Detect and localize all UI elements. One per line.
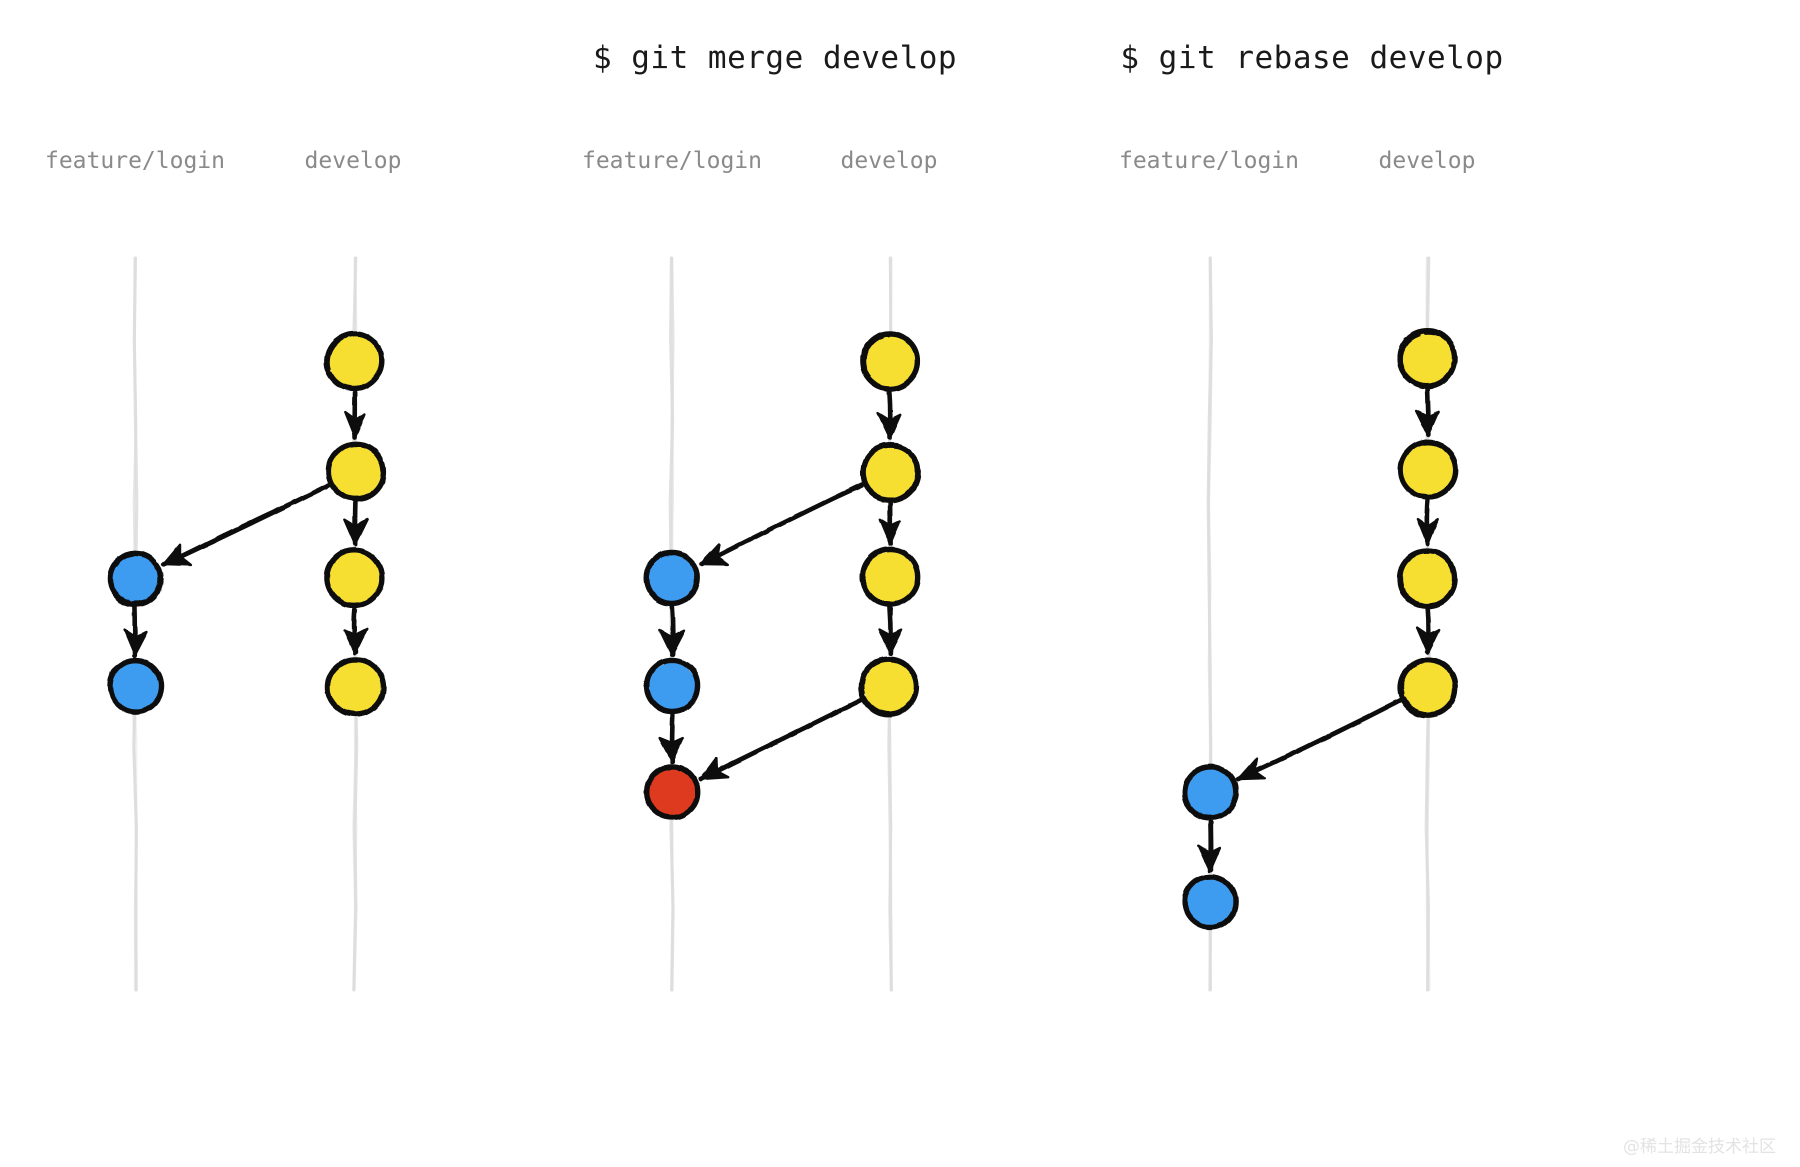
arrow-rebase-d3-to-d4 bbox=[1415, 606, 1441, 655]
commit-node-merge-d4[interactable] bbox=[858, 656, 920, 717]
watermark: @稀土掘金技术社区 bbox=[1623, 1137, 1776, 1157]
arrow-merge-d3-to-d4 bbox=[877, 605, 903, 657]
arrow-merge-d1-to-d2 bbox=[876, 388, 902, 441]
arrow-merge-f2-to-m1 bbox=[658, 712, 684, 765]
lane-line-develop bbox=[352, 256, 359, 992]
commit-node-before-d2[interactable] bbox=[325, 441, 387, 502]
lane-line-develop bbox=[1424, 256, 1431, 992]
lane-line-feature-login bbox=[668, 256, 675, 992]
commit-node-rebase-f2[interactable] bbox=[1181, 873, 1239, 931]
arrow-merge-f1-to-f2 bbox=[658, 602, 686, 658]
lane-line-feature-login bbox=[1206, 256, 1213, 992]
commit-node-merge-f2[interactable] bbox=[643, 657, 701, 715]
commit-node-before-f2[interactable] bbox=[107, 657, 164, 715]
arrow-before-f1-to-f2 bbox=[123, 602, 149, 659]
arrow-before-d3-to-d4 bbox=[343, 606, 369, 656]
commit-node-before-d3[interactable] bbox=[324, 547, 385, 609]
branch-label-before-develop: develop bbox=[304, 148, 402, 174]
arrow-merge-d2-to-d3 bbox=[878, 498, 901, 547]
commit-node-merge-d3[interactable] bbox=[859, 546, 921, 608]
commit-node-rebase-f1[interactable] bbox=[1182, 764, 1239, 821]
arrow-merge-d2-to-f1 bbox=[699, 482, 865, 567]
commit-nodes bbox=[107, 327, 1459, 931]
arrow-rebase-d1-to-d2 bbox=[1414, 387, 1440, 438]
commit-node-merge-d1[interactable] bbox=[859, 330, 921, 392]
branch-label-rebase-develop: develop bbox=[1378, 148, 1476, 174]
commit-node-before-d4[interactable] bbox=[325, 656, 386, 718]
lane-line-develop bbox=[887, 256, 894, 992]
commit-node-rebase-d3[interactable] bbox=[1396, 548, 1458, 609]
commit-node-rebase-d2[interactable] bbox=[1397, 439, 1459, 501]
commit-node-rebase-d1[interactable] bbox=[1396, 327, 1458, 389]
branch-label-rebase-feature-login: feature/login bbox=[1118, 148, 1300, 174]
arrow-before-d2-to-d3 bbox=[343, 499, 369, 547]
arrow-before-d1-to-d2 bbox=[343, 390, 367, 441]
commit-node-rebase-d4[interactable] bbox=[1397, 657, 1458, 718]
branch-label-merge-develop: develop bbox=[840, 148, 938, 174]
arrow-rebase-d2-to-d3 bbox=[1416, 496, 1439, 547]
branch-label-before-feature-login: feature/login bbox=[44, 148, 226, 174]
lane-line-feature-login bbox=[132, 256, 139, 992]
panel-title-merge: $ git merge develop bbox=[592, 40, 958, 76]
arrow-before-d2-to-f1 bbox=[161, 483, 331, 567]
arrow-merge-d4-to-m1 bbox=[698, 696, 865, 782]
commit-node-merge-d2[interactable] bbox=[860, 442, 921, 503]
panel-title-rebase: $ git rebase develop bbox=[1120, 40, 1504, 76]
commit-node-before-f1[interactable] bbox=[107, 550, 164, 608]
branch-lane-lines bbox=[132, 256, 1431, 992]
commit-node-merge-f1[interactable] bbox=[643, 549, 700, 607]
commit-node-merge-m1[interactable] bbox=[644, 763, 701, 821]
arrow-rebase-d4-to-f1 bbox=[1235, 697, 1404, 782]
arrow-rebase-f1-to-f2 bbox=[1197, 819, 1222, 874]
commit-node-before-d1[interactable] bbox=[324, 330, 385, 392]
branch-label-merge-feature-login: feature/login bbox=[581, 148, 763, 174]
commit-arrows bbox=[123, 387, 1441, 874]
